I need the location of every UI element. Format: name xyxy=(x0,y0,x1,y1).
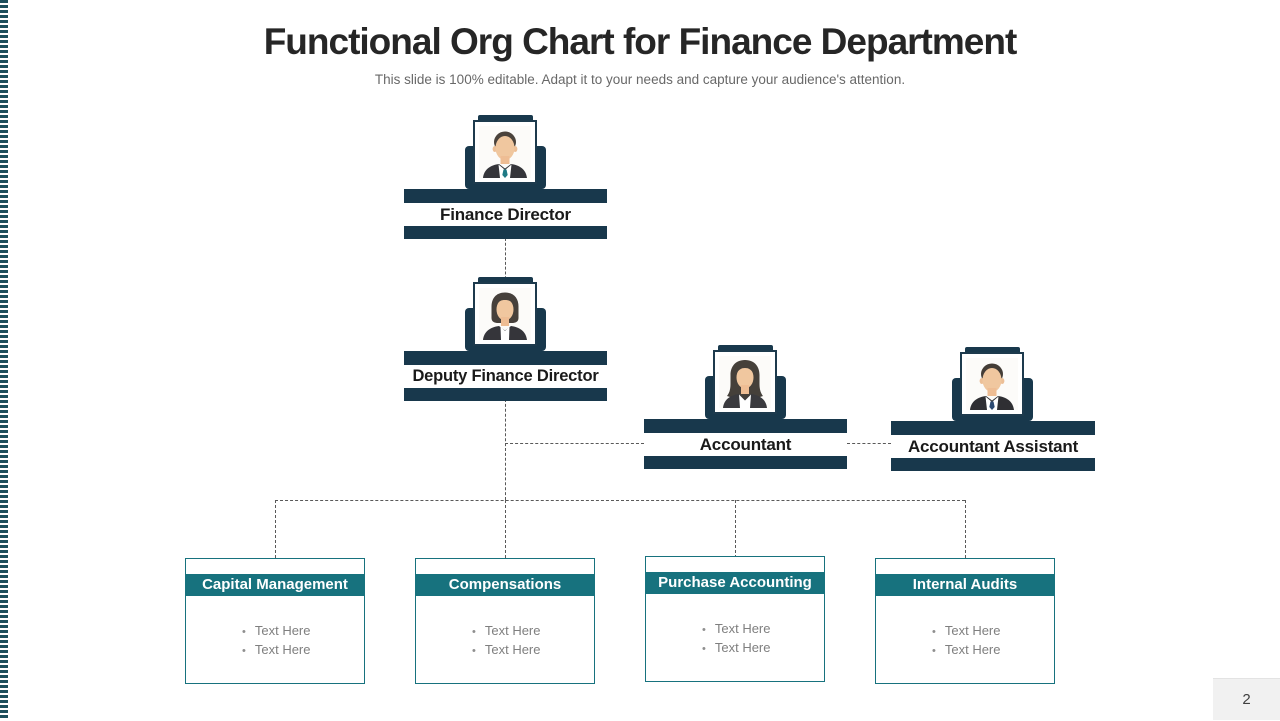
org-node-label: Accountant Assistant xyxy=(891,435,1095,458)
connector-deputy-down xyxy=(505,399,506,500)
bullet-text: Text Here xyxy=(944,642,1001,657)
plate-bar xyxy=(404,226,607,239)
connector-to-accountant xyxy=(505,443,644,444)
slide-subtitle: This slide is 100% editable. Adapt it to… xyxy=(374,72,906,88)
dept-bullet-list: • Text Here • Text Here xyxy=(646,620,824,658)
list-item: • Text Here xyxy=(472,641,594,660)
male-avatar-icon xyxy=(966,358,1018,410)
photo-frame xyxy=(473,120,537,184)
deputy-finance-director-photo xyxy=(465,275,546,353)
list-item: • Text Here xyxy=(242,641,364,660)
photo-frame xyxy=(473,282,537,346)
org-node-label: Finance Director xyxy=(404,203,607,226)
bullet-text: Text Here xyxy=(714,621,771,636)
dept-box-purchase-accounting: Purchase Accounting • Text Here • Text Her… xyxy=(645,556,825,682)
bullet-icon: • xyxy=(242,645,246,657)
dept-bullet-list: • Text Here • Text Here xyxy=(416,622,594,660)
dept-bullet-list: • Text Here • Text Here xyxy=(186,622,364,660)
list-item: • Text Here xyxy=(932,622,1054,641)
org-node-label: Deputy Finance Director xyxy=(404,365,607,388)
plate-bar xyxy=(644,419,847,433)
slide-title: Functional Org Chart for Finance Departm… xyxy=(263,21,1018,62)
dept-header: Internal Audits xyxy=(876,574,1054,596)
dept-bullet-list: • Text Here • Text Here xyxy=(876,622,1054,660)
dept-box-internal-audits: Internal Audits • Text Here • Text Here xyxy=(875,558,1055,684)
list-item: • Text Here xyxy=(702,639,824,658)
dept-box-compensations: Compensations • Text Here • Text Here xyxy=(415,558,595,684)
slide-header: Functional Org Chart for Finance Departm… xyxy=(0,20,1280,87)
bullet-text: Text Here xyxy=(944,623,1001,638)
connector-drop-purchase-accounting xyxy=(735,500,736,558)
bullet-text: Text Here xyxy=(254,623,311,638)
plate-bar xyxy=(404,189,607,203)
org-node-deputy-finance-director: Deputy Finance Director xyxy=(404,351,607,401)
bullet-icon: • xyxy=(702,643,706,655)
bullet-icon: • xyxy=(472,626,476,638)
connector-accountant-to-assistant xyxy=(847,443,891,444)
list-item: • Text Here xyxy=(472,622,594,641)
org-node-label: Accountant xyxy=(644,433,847,456)
page-number: 2 xyxy=(1213,678,1280,720)
bullet-text: Text Here xyxy=(484,642,541,657)
dept-header: Compensations xyxy=(416,574,594,596)
accountant-photo xyxy=(705,343,786,421)
bullet-icon: • xyxy=(472,645,476,657)
connector-director-to-deputy xyxy=(505,238,506,284)
female-avatar-icon xyxy=(479,288,531,340)
plate-bar xyxy=(891,421,1095,435)
plate-bar xyxy=(404,351,607,365)
bullet-text: Text Here xyxy=(484,623,541,638)
finance-director-photo xyxy=(465,113,546,191)
dept-header: Capital Management xyxy=(186,574,364,596)
connector-branch-horizontal xyxy=(275,500,965,501)
bullet-icon: • xyxy=(702,624,706,636)
plate-bar xyxy=(404,388,607,401)
male-avatar-icon xyxy=(479,126,531,178)
list-item: • Text Here xyxy=(242,622,364,641)
photo-frame xyxy=(960,352,1024,416)
photo-frame xyxy=(713,350,777,414)
list-item: • Text Here xyxy=(932,641,1054,660)
left-stripe-decoration xyxy=(0,0,8,720)
org-node-finance-director: Finance Director xyxy=(404,189,607,239)
org-node-accountant: Accountant xyxy=(644,419,847,469)
org-node-accountant-assistant: Accountant Assistant xyxy=(891,421,1095,471)
bullet-icon: • xyxy=(932,626,936,638)
accountant-assistant-photo xyxy=(952,345,1033,423)
dept-box-capital-management: Capital Management • Text Here • Text Here xyxy=(185,558,365,684)
connector-drop-internal-audits xyxy=(965,500,966,558)
connector-drop-compensations xyxy=(505,500,506,558)
bullet-text: Text Here xyxy=(714,640,771,655)
list-item: • Text Here xyxy=(702,620,824,639)
plate-bar xyxy=(891,458,1095,471)
plate-bar xyxy=(644,456,847,469)
bullet-icon: • xyxy=(242,626,246,638)
bullet-text: Text Here xyxy=(254,642,311,657)
female-avatar-icon xyxy=(719,356,771,408)
dept-header: Purchase Accounting xyxy=(646,572,824,594)
connector-drop-capital-management xyxy=(275,500,276,558)
bullet-icon: • xyxy=(932,645,936,657)
